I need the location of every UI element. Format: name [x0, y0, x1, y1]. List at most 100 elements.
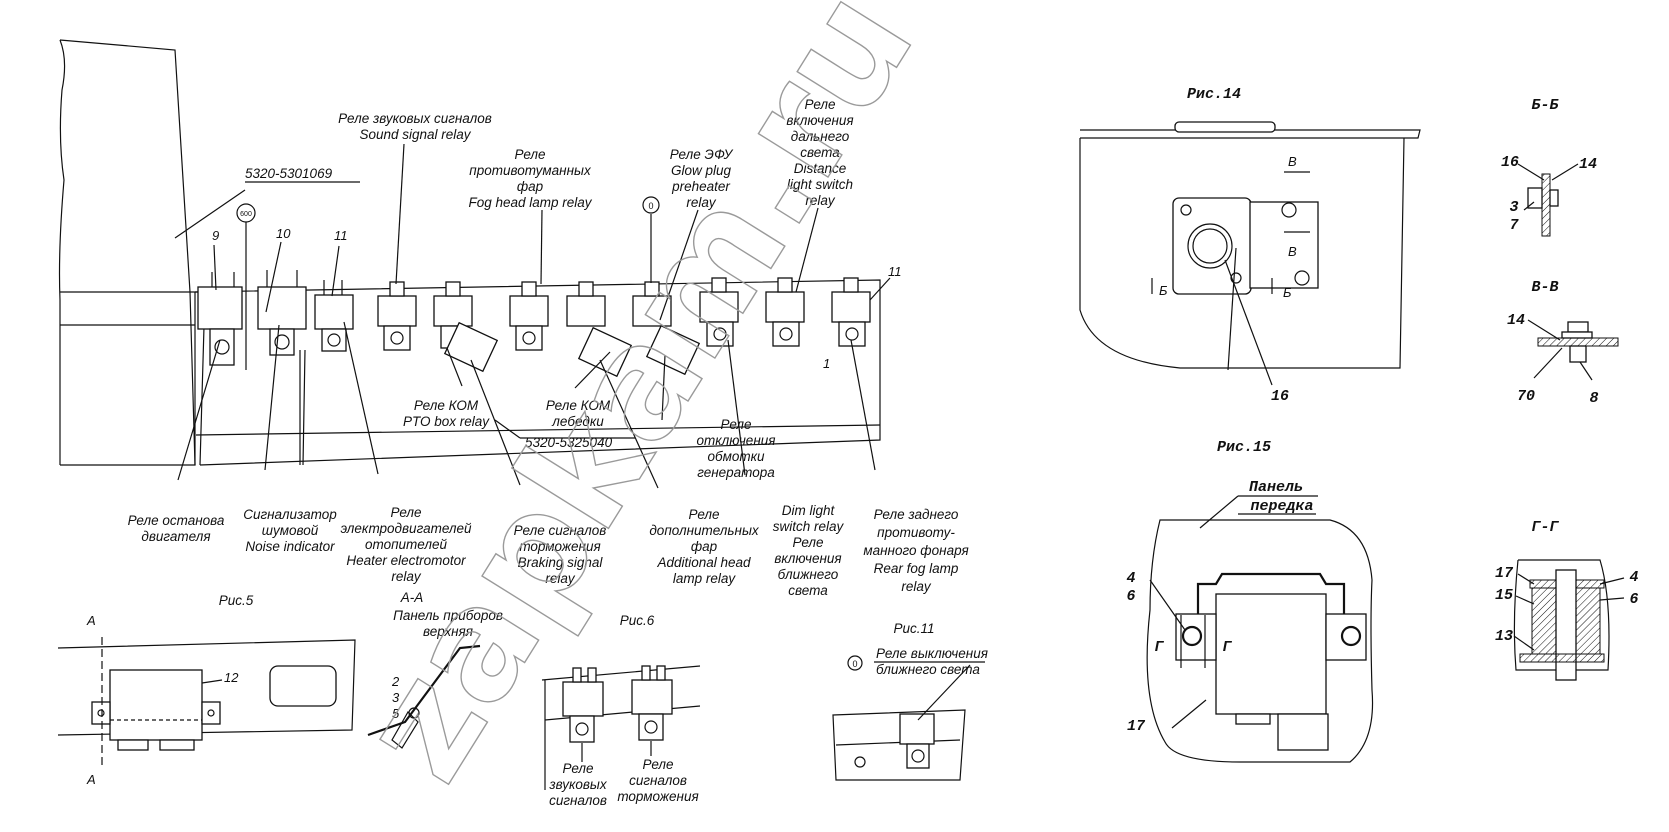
svg-text:дополнительных: дополнительных — [649, 523, 760, 538]
fig14-label-v-top: В — [1288, 154, 1297, 169]
svg-text:17: 17 — [1495, 565, 1514, 582]
svg-text:Сигнализатор: Сигнализатор — [243, 507, 337, 522]
svg-text:света: света — [788, 583, 828, 598]
svg-text:4: 4 — [1629, 569, 1638, 586]
fig15-label-g-right: Г — [1222, 639, 1232, 656]
callout-pto-relay: Реле КОМ PTO box relay — [403, 398, 490, 429]
relay-pto-winch — [566, 281, 633, 378]
svg-text:preheater: preheater — [671, 179, 730, 194]
number-11: 11 — [334, 228, 348, 243]
figure-11-title: Рис.11 — [893, 621, 934, 636]
svg-text:двигателя: двигателя — [141, 529, 210, 544]
callout-heater-relay: Реле электродвигателей отопителей Heater… — [340, 505, 472, 584]
svg-text:0: 0 — [648, 201, 653, 211]
svg-text:600: 600 — [240, 211, 252, 218]
svg-text:электродвигателей: электродвигателей — [340, 521, 472, 536]
svg-text:отключения: отключения — [697, 433, 776, 448]
figure-14-title: Рис.14 — [1187, 86, 1241, 103]
svg-text:3: 3 — [392, 690, 400, 705]
svg-text:манного фонаря: манного фонаря — [863, 543, 968, 558]
svg-text:Реле выключения: Реле выключения — [876, 646, 988, 661]
number-9: 9 — [212, 228, 219, 243]
svg-text:Реле КОМ: Реле КОМ — [414, 398, 479, 413]
svg-text:Г-Г: Г-Г — [1531, 519, 1559, 536]
svg-text:противоту-: противоту- — [877, 525, 955, 540]
relay-10 — [257, 270, 307, 356]
callout-distance-light-relay: Реле включения дальнего света Distance l… — [786, 97, 853, 208]
svg-text:14: 14 — [1579, 156, 1597, 173]
callout-braking-relay: Реле сигналов торможения Braking signal … — [514, 523, 607, 586]
svg-text:сигналов: сигналов — [629, 773, 687, 788]
fig14-label-b-left: Б — [1159, 283, 1168, 298]
svg-text:3: 3 — [1509, 199, 1518, 216]
svg-text:фар: фар — [691, 539, 718, 554]
svg-text:Реле: Реле — [792, 535, 823, 550]
figure-15: Рис.15 Панель передка 4 6 Г Г 17 — [1126, 439, 1374, 763]
fig15-label-g-left: Г — [1154, 639, 1164, 656]
relay-11-left — [314, 280, 354, 352]
section-a-bottom: A — [86, 772, 96, 787]
callout-sound-relay: Реле звуковых сигналов Sound signal rela… — [338, 111, 492, 142]
svg-text:ближнего: ближнего — [778, 567, 839, 582]
number-11-right: 11 — [888, 264, 902, 279]
relay-row — [197, 270, 871, 378]
svg-text:В-В: В-В — [1531, 279, 1558, 296]
svg-text:лебедки: лебедки — [551, 414, 604, 429]
section-aa: A-A Панель приборов верхняя 2 3 5 — [367, 590, 503, 749]
svg-text:Панель приборов: Панель приборов — [393, 608, 503, 623]
svg-text:Реле сигналов: Реле сигналов — [514, 523, 607, 538]
svg-text:обмотки: обмотки — [708, 449, 765, 464]
fig14-label-v-bottom: В — [1288, 244, 1297, 259]
svg-text:Реле заднего: Реле заднего — [874, 507, 959, 522]
figure-14: Рис.14 Б Б В В 16 — [1079, 86, 1421, 405]
figure-6-title: Рис.6 — [620, 613, 655, 628]
callout-additional-lamp-relay: Реле дополнительных фар Additional head … — [649, 507, 760, 586]
svg-text:relay: relay — [391, 569, 422, 584]
leader-lines — [174, 143, 891, 489]
relay-fog — [509, 281, 549, 351]
svg-text:Реле: Реле — [688, 507, 719, 522]
callout-winch-pto-relay: Реле КОМ лебедки — [546, 398, 611, 429]
svg-text:Реле звуковых сигналов: Реле звуковых сигналов — [338, 111, 492, 126]
svg-text:Реле: Реле — [562, 761, 593, 776]
number-10: 10 — [276, 226, 291, 241]
svg-text:Реле КОМ: Реле КОМ — [546, 398, 611, 413]
callout-noise-indicator: Сигнализатор шумовой Noise indicator — [243, 507, 337, 554]
svg-text:Heater electromotor: Heater electromotor — [346, 553, 466, 568]
svg-text:торможения: торможения — [519, 539, 600, 554]
svg-text:70: 70 — [1517, 388, 1535, 405]
svg-text:6: 6 — [1126, 588, 1135, 605]
svg-text:Реле: Реле — [804, 97, 835, 112]
section-vv: В-В 14 70 8 — [1507, 279, 1619, 407]
callout-dim-light-relay: Dim light switch relay Реле включения бл… — [773, 503, 845, 598]
svg-text:Dim light: Dim light — [782, 503, 836, 518]
svg-text:13: 13 — [1495, 628, 1513, 645]
svg-text:Glow plug: Glow plug — [671, 163, 732, 178]
svg-text:15: 15 — [1495, 587, 1513, 604]
svg-text:relay: relay — [901, 579, 932, 594]
svg-text:света: света — [800, 145, 840, 160]
svg-text:фар: фар — [517, 179, 544, 194]
svg-text:16: 16 — [1501, 154, 1519, 171]
svg-text:Fog head lamp relay: Fog head lamp relay — [468, 195, 592, 210]
svg-text:Noise indicator: Noise indicator — [245, 539, 335, 554]
svg-text:Distance: Distance — [794, 161, 847, 176]
svg-text:0: 0 — [852, 659, 857, 669]
svg-text:включения: включения — [786, 113, 853, 128]
svg-text:включения: включения — [774, 551, 841, 566]
relay-dim-light — [699, 277, 739, 347]
relay-9 — [197, 272, 243, 366]
svg-text:lamp relay: lamp relay — [673, 571, 737, 586]
relay-sound — [377, 281, 417, 351]
svg-text:торможения: торможения — [617, 789, 698, 804]
section-gg: Г-Г 17 15 13 4 6 — [1495, 519, 1639, 681]
svg-text:7: 7 — [1509, 217, 1519, 234]
svg-text:противотуманных: противотуманных — [469, 163, 592, 178]
svg-text:Rear fog lamp: Rear fog lamp — [874, 561, 959, 576]
figure-15-title: Рис.15 — [1217, 439, 1271, 456]
svg-text:Реле: Реле — [390, 505, 421, 520]
svg-text:17: 17 — [1127, 718, 1146, 735]
relay-distance-light — [765, 277, 805, 347]
svg-text:5: 5 — [392, 706, 400, 721]
